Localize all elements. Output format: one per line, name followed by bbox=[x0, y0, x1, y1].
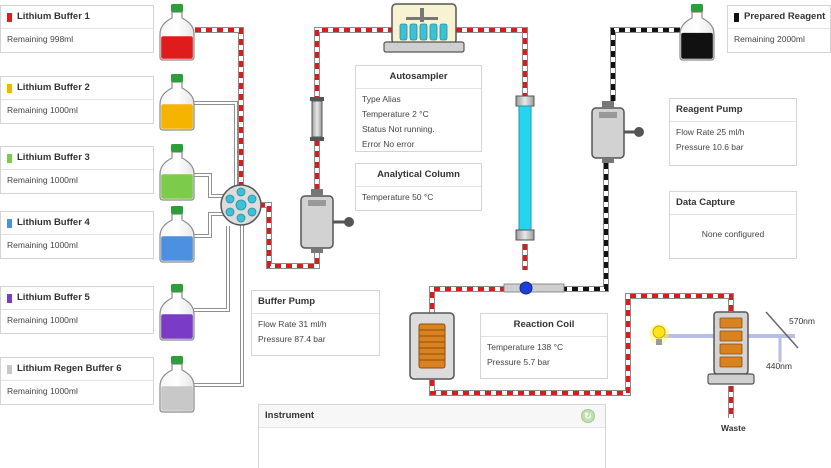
buffer-name: Lithium Buffer 1 bbox=[17, 11, 90, 22]
data-capture-value: None configured bbox=[701, 229, 765, 239]
waste-label: Waste bbox=[721, 423, 746, 433]
autosampler-title: Autosampler bbox=[356, 66, 481, 89]
wavelength-570-label: 570nm bbox=[789, 316, 815, 326]
buffer-remaining: Remaining 1000ml bbox=[7, 175, 78, 185]
reagent-pump-device bbox=[591, 101, 644, 163]
reaction-coil-temperature: Temperature 138 °C bbox=[487, 342, 564, 352]
red-tube bbox=[195, 27, 244, 186]
buffer-panel-2[interactable]: Lithium Buffer 2 Remaining 1000ml bbox=[0, 76, 154, 124]
buffer-lines bbox=[194, 101, 244, 387]
buffer-remaining: Remaining 1000ml bbox=[7, 240, 78, 250]
photometer-detector bbox=[664, 311, 799, 385]
red-tube bbox=[456, 27, 528, 96]
buffer-color-swatch bbox=[7, 12, 12, 22]
analytical-column-title: Analytical Column bbox=[356, 164, 481, 187]
buffer-name: Lithium Buffer 4 bbox=[17, 217, 90, 228]
black-tube bbox=[564, 163, 609, 292]
buffer-bottle-1 bbox=[159, 4, 195, 61]
buffer-bottle-2 bbox=[159, 74, 195, 131]
analytical-column bbox=[515, 95, 535, 241]
mixing-tee bbox=[503, 281, 565, 295]
autosampler-temperature: Temperature 2 °C bbox=[362, 109, 429, 119]
buffer-pump-pressure: Pressure 87.4 bar bbox=[258, 334, 326, 344]
buffer-pump-flow: Flow Rate 31 ml/h bbox=[258, 319, 327, 329]
buffer-panel-6[interactable]: Lithium Regen Buffer 6 Remaining 1000ml bbox=[0, 357, 154, 405]
reagent-pump-flow: Flow Rate 25 ml/h bbox=[676, 127, 745, 137]
instrument-title: Instrument bbox=[265, 410, 315, 421]
red-tube bbox=[259, 202, 320, 269]
reaction-coil-device bbox=[409, 312, 455, 380]
buffer-panel-4[interactable]: Lithium Buffer 4 Remaining 1000ml bbox=[0, 211, 154, 259]
red-tube bbox=[429, 293, 734, 396]
buffer-name: Lithium Buffer 2 bbox=[17, 82, 90, 93]
buffer-panel-5[interactable]: Lithium Buffer 5 Remaining 1000ml bbox=[0, 286, 154, 334]
buffer-bottle-3 bbox=[159, 144, 195, 201]
buffer-panel-1[interactable]: Lithium Buffer 1 Remaining 998ml bbox=[0, 5, 154, 53]
reagent-pump-pressure: Pressure 10.6 bar bbox=[676, 142, 744, 152]
buffer-bottle-5 bbox=[159, 284, 195, 341]
reagent-name: Prepared Reagent bbox=[744, 11, 826, 22]
buffer-bottle-4 bbox=[159, 206, 195, 263]
data-capture-title: Data Capture bbox=[670, 192, 796, 215]
black-tube bbox=[610, 27, 680, 101]
buffer-pump-title: Buffer Pump bbox=[252, 291, 379, 314]
analytical-column-temperature: Temperature 50 °C bbox=[362, 192, 434, 202]
buffer-remaining: Remaining 1000ml bbox=[7, 315, 78, 325]
buffer-color-swatch bbox=[7, 364, 12, 374]
buffer-pump-panel[interactable]: Buffer Pump Flow Rate 31 ml/h Pressure 8… bbox=[251, 290, 380, 356]
prepared-reagent-panel[interactable]: Prepared Reagent Remaining 2000ml bbox=[727, 5, 831, 53]
buffer-pump-device bbox=[300, 189, 354, 253]
buffer-name: Lithium Buffer 3 bbox=[17, 152, 90, 163]
autosampler-type: Type Alias bbox=[362, 94, 401, 104]
wavelength-440-label: 440nm bbox=[766, 361, 792, 371]
buffer-remaining: Remaining 998ml bbox=[7, 34, 74, 44]
buffer-panel-3[interactable]: Lithium Buffer 3 Remaining 1000ml bbox=[0, 146, 154, 194]
guard-column bbox=[310, 97, 324, 141]
instrument-panel[interactable]: Instrument ↻ bbox=[258, 404, 606, 468]
autosampler-status: Status Not running. bbox=[362, 124, 435, 134]
lamp-icon bbox=[649, 324, 669, 345]
buffer-color-swatch bbox=[7, 293, 12, 303]
buffer-bottle-6 bbox=[159, 356, 195, 413]
selection-valve bbox=[220, 184, 262, 226]
buffer-name: Lithium Regen Buffer 6 bbox=[17, 363, 122, 374]
buffer-remaining: Remaining 1000ml bbox=[7, 386, 78, 396]
reagent-color-swatch bbox=[734, 12, 739, 22]
reagent-pump-title: Reagent Pump bbox=[670, 99, 796, 122]
buffer-color-swatch bbox=[7, 83, 12, 93]
autosampler-device bbox=[383, 3, 465, 53]
refresh-icon[interactable]: ↻ bbox=[581, 409, 595, 423]
red-tube bbox=[429, 286, 517, 314]
reaction-coil-panel[interactable]: Reaction Coil Temperature 138 °C Pressur… bbox=[480, 313, 608, 379]
data-capture-panel[interactable]: Data Capture None configured bbox=[669, 191, 797, 259]
buffer-color-swatch bbox=[7, 218, 12, 228]
reagent-remaining: Remaining 2000ml bbox=[734, 34, 805, 44]
autosampler-panel[interactable]: Autosampler Type Alias Temperature 2 °C … bbox=[355, 65, 482, 152]
buffer-remaining: Remaining 1000ml bbox=[7, 105, 78, 115]
buffer-color-swatch bbox=[7, 153, 12, 163]
buffer-name: Lithium Buffer 5 bbox=[17, 292, 90, 303]
reagent-bottle bbox=[679, 4, 715, 61]
autosampler-error: Error No error bbox=[362, 139, 415, 149]
reagent-pump-panel[interactable]: Reagent Pump Flow Rate 25 ml/h Pressure … bbox=[669, 98, 797, 166]
reaction-coil-title: Reaction Coil bbox=[481, 314, 607, 337]
reaction-coil-pressure: Pressure 5.7 bar bbox=[487, 357, 550, 367]
analytical-column-panel[interactable]: Analytical Column Temperature 50 °C bbox=[355, 163, 482, 211]
